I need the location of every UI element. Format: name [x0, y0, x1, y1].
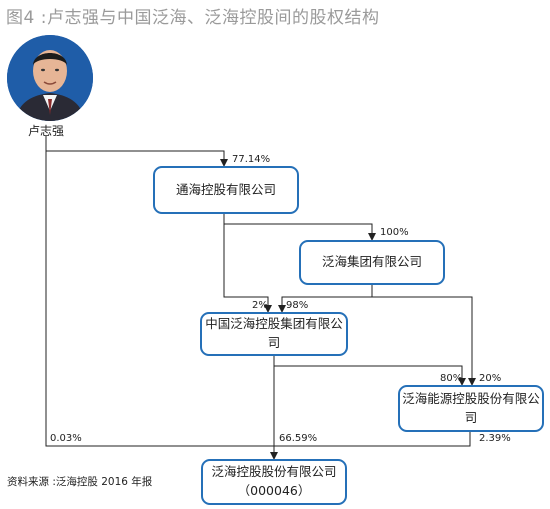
fanhai-group-label: 泛海集团有限公司 — [321, 254, 422, 270]
person-photo — [7, 35, 93, 121]
fanhai-energy-box: 泛海能源控股股份有限公司 — [398, 385, 544, 432]
fanhai-holdings-box: 泛海控股股份有限公司 （000046） — [201, 459, 347, 505]
stake-lu-tonghai: 77.14% — [232, 154, 271, 165]
stake-lu-holdings: 0.03% — [50, 433, 82, 444]
stake-china-holdings: 66.59% — [279, 433, 318, 444]
china-fanhai-box: 中国泛海控股集团有限公司 — [200, 312, 348, 356]
tonghai-label: 通海控股有限公司 — [175, 181, 276, 197]
person-name: 卢志强 — [28, 124, 65, 138]
stake-china-energy: 80% — [440, 373, 463, 384]
stake-tonghai-china: 2% — [252, 300, 268, 311]
tonghai-box: 通海控股有限公司 — [153, 166, 299, 214]
fanhai-holdings-code: （000046） — [237, 483, 311, 498]
fanhai-energy-label: 泛海能源控股股份有限公司 — [402, 390, 540, 425]
stake-group-china: 98% — [286, 300, 309, 311]
figure-title: 图4 :卢志强与中国泛海、泛海控股间的股权结构 — [6, 8, 380, 28]
stake-tonghai-group: 100% — [380, 227, 409, 238]
china-fanhai-label: 中国泛海控股集团有限公司 — [205, 316, 343, 350]
source-note: 资料来源 :泛海控股 2016 年报 — [7, 476, 153, 488]
fanhai-holdings-label: 泛海控股股份有限公司 — [211, 464, 337, 480]
stake-group-energy: 20% — [479, 373, 502, 384]
fanhai-group-box: 泛海集团有限公司 — [299, 240, 445, 285]
stake-energy-holdings: 2.39% — [479, 433, 511, 444]
